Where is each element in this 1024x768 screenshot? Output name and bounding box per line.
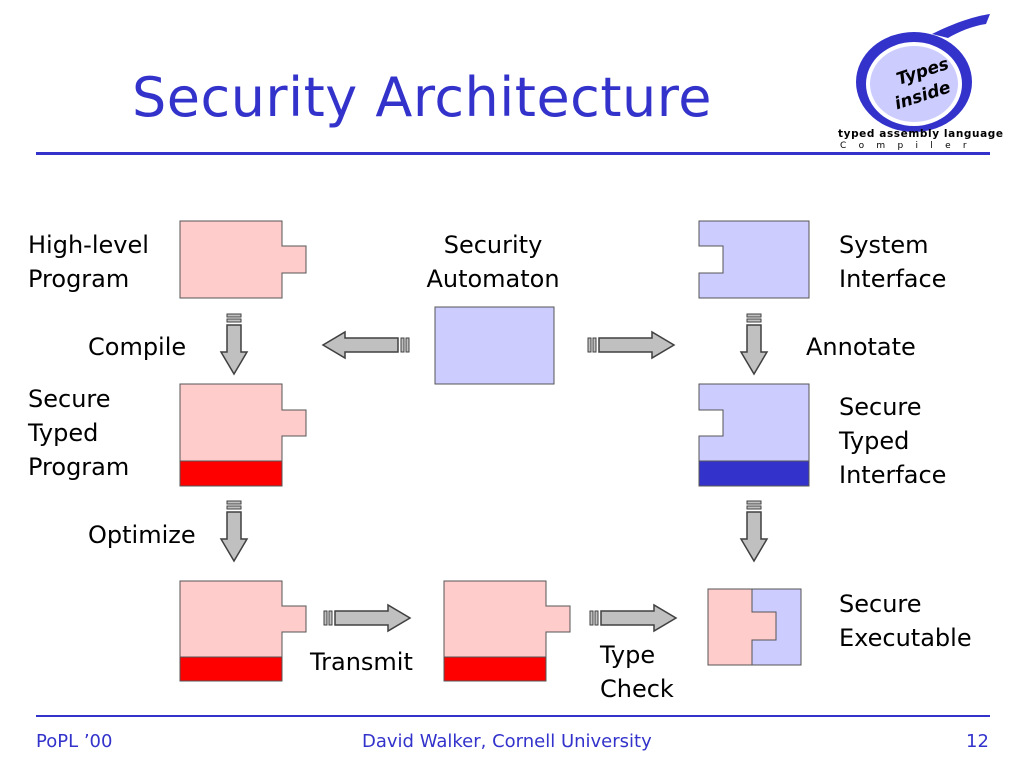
- label-annotate: Annotate: [806, 333, 916, 361]
- label-security-automaton: Security Automaton: [426, 231, 560, 293]
- optimized-program-block: [179, 580, 307, 658]
- type-check-arrow-icon: [589, 604, 677, 632]
- footer-author: David Walker, Cornell University: [362, 731, 652, 752]
- label-system-interface: System Interface: [839, 231, 947, 293]
- automaton-to-interface-arrow-icon: [587, 331, 675, 359]
- optimize-arrow-icon: [220, 500, 248, 562]
- footer-divider: [36, 715, 990, 717]
- label-transmit: Transmit: [310, 648, 413, 676]
- footer-page-number: 12: [966, 731, 989, 752]
- security-automaton-block: [434, 306, 555, 385]
- annotate-arrow-icon: [740, 313, 768, 375]
- logo-subtitle: typed assembly language: [838, 128, 1004, 140]
- compile-arrow-icon: [220, 313, 248, 375]
- label-compile: Compile: [88, 333, 187, 361]
- optimized-program-proof: [179, 656, 283, 682]
- label-optimize: Optimize: [88, 521, 196, 549]
- secure-typed-interface-proof: [698, 460, 810, 487]
- high-level-program-block: [179, 220, 307, 299]
- slide-title: Security Architecture: [132, 66, 713, 129]
- system-interface-block: [698, 220, 810, 299]
- label-high-level-program: High-level Program: [28, 231, 149, 293]
- transmit-arrow-icon: [323, 604, 411, 632]
- secure-executable-program-part: [707, 588, 777, 666]
- transmitted-program-block: [443, 580, 571, 658]
- label-secure-typed-interface: Secure Typed Interface: [839, 393, 947, 489]
- label-secure-typed-program: Secure Typed Program: [28, 385, 130, 481]
- title-divider: [36, 152, 990, 155]
- footer-conference: PoPL ’00: [36, 731, 113, 752]
- tal-logo-icon: Types inside: [856, 14, 990, 132]
- label-type-check: Type Check: [600, 641, 674, 703]
- secure-typed-interface-block: [698, 383, 810, 462]
- label-secure-executable: Secure Executable: [839, 590, 972, 652]
- secure-typed-program-proof: [179, 460, 283, 487]
- logo-subtitle-compiler: Compiler: [840, 141, 979, 151]
- secure-typed-program-block: [179, 383, 307, 462]
- interface-to-executable-arrow-icon: [740, 500, 768, 562]
- automaton-to-compiler-arrow-icon: [322, 331, 410, 359]
- transmitted-program-proof: [443, 656, 547, 682]
